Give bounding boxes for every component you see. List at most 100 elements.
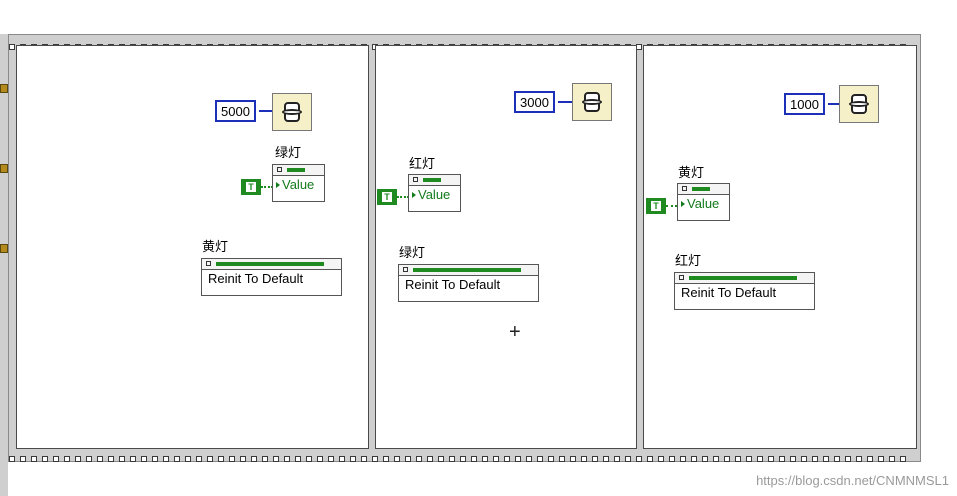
film-hole [416, 456, 422, 462]
film-hole [328, 456, 334, 462]
film-hole [614, 456, 620, 462]
reinit-to-default-method[interactable]: Reinit To Default [208, 271, 304, 286]
film-hole [119, 456, 125, 462]
film-hole [438, 456, 444, 462]
film-hole [405, 456, 411, 462]
film-hole [526, 456, 532, 462]
film-hole [592, 456, 598, 462]
film-hole [361, 456, 367, 462]
film-hole [757, 456, 763, 462]
property-node-label: 红灯 [409, 156, 436, 171]
left-structure-edge [0, 34, 8, 496]
reinit-invoke-node[interactable]: Reinit To Default [674, 272, 815, 310]
boolean-wire[interactable] [261, 186, 273, 188]
flat-sequence-structure[interactable]: 5000 绿灯 T Value 黄灯 Reinit To Default 300… [8, 34, 921, 462]
film-hole [196, 456, 202, 462]
film-hole [427, 456, 433, 462]
film-hole [735, 456, 741, 462]
film-hole [845, 456, 851, 462]
film-hole [207, 456, 213, 462]
boolean-true-constant[interactable]: T [646, 198, 666, 214]
numeric-wire[interactable] [259, 110, 273, 112]
film-hole [581, 456, 587, 462]
film-hole [141, 456, 147, 462]
film-hole [229, 456, 235, 462]
value-property-node[interactable]: Value [272, 164, 325, 202]
value-property[interactable]: Value [409, 186, 460, 204]
film-hole [295, 456, 301, 462]
boolean-wire[interactable] [666, 205, 677, 207]
film-hole [625, 456, 631, 462]
film-hole [537, 456, 543, 462]
film-hole [856, 456, 862, 462]
film-hole [9, 44, 15, 50]
boolean-wire[interactable] [397, 196, 409, 198]
film-hole [515, 456, 521, 462]
wait-ms-clock-icon[interactable] [272, 93, 312, 131]
numeric-wire[interactable] [828, 103, 840, 105]
wait-time-constant[interactable]: 1000 [784, 93, 825, 115]
film-hole [108, 456, 114, 462]
value-property[interactable]: Value [273, 176, 324, 194]
tunnel-icon[interactable] [0, 84, 8, 93]
film-hole [383, 456, 389, 462]
reinit-invoke-node[interactable]: Reinit To Default [398, 264, 539, 302]
film-hole [460, 456, 466, 462]
sequence-frame-2[interactable]: 3000 红灯 T Value 绿灯 Reinit To Default + [375, 45, 637, 449]
wait-ms-clock-icon[interactable] [839, 85, 879, 123]
wait-ms-clock-icon[interactable] [572, 83, 612, 121]
property-node-label: 绿灯 [275, 145, 302, 160]
film-hole [350, 456, 356, 462]
film-hole [317, 456, 323, 462]
watermark: https://blog.csdn.net/CNMNMSL1 [756, 473, 949, 488]
value-property-node[interactable]: Value [408, 174, 461, 212]
film-hole [603, 456, 609, 462]
film-hole [306, 456, 312, 462]
film-hole [834, 456, 840, 462]
wait-time-constant[interactable]: 5000 [215, 100, 256, 122]
film-hole [9, 456, 15, 462]
film-hole [691, 456, 697, 462]
film-hole [240, 456, 246, 462]
film-hole [64, 456, 70, 462]
film-hole [889, 456, 895, 462]
film-hole [339, 456, 345, 462]
film-hole [548, 456, 554, 462]
film-hole [42, 456, 48, 462]
invoke-node-label: 红灯 [675, 253, 702, 268]
reinit-invoke-node[interactable]: Reinit To Default [201, 258, 342, 296]
film-hole [372, 456, 378, 462]
film-hole [284, 456, 290, 462]
value-property-node[interactable]: Value [677, 183, 730, 221]
film-hole [823, 456, 829, 462]
film-hole [493, 456, 499, 462]
film-hole [218, 456, 224, 462]
film-hole [97, 456, 103, 462]
reinit-to-default-method[interactable]: Reinit To Default [681, 285, 777, 300]
film-hole [394, 456, 400, 462]
wait-time-constant[interactable]: 3000 [514, 91, 555, 113]
property-node-label: 黄灯 [678, 165, 705, 180]
boolean-true-constant[interactable]: T [241, 179, 261, 195]
film-hole [53, 456, 59, 462]
film-hole [801, 456, 807, 462]
value-property[interactable]: Value [678, 195, 729, 213]
film-hole [185, 456, 191, 462]
film-hole [449, 456, 455, 462]
tunnel-icon[interactable] [0, 244, 8, 253]
film-hole [647, 456, 653, 462]
tunnel-icon[interactable] [0, 164, 8, 173]
film-hole [768, 456, 774, 462]
reinit-to-default-method[interactable]: Reinit To Default [405, 277, 501, 292]
boolean-true-constant[interactable]: T [377, 189, 397, 205]
sequence-frame-3[interactable]: 1000 黄灯 T Value 红灯 Reinit To Default [643, 45, 917, 449]
film-hole [724, 456, 730, 462]
film-hole [482, 456, 488, 462]
film-hole [636, 456, 642, 462]
sequence-frame-1[interactable]: 5000 绿灯 T Value 黄灯 Reinit To Default [16, 45, 369, 449]
film-hole [273, 456, 279, 462]
numeric-wire[interactable] [558, 101, 573, 103]
film-hole [570, 456, 576, 462]
film-hole [262, 456, 268, 462]
film-hole [163, 456, 169, 462]
